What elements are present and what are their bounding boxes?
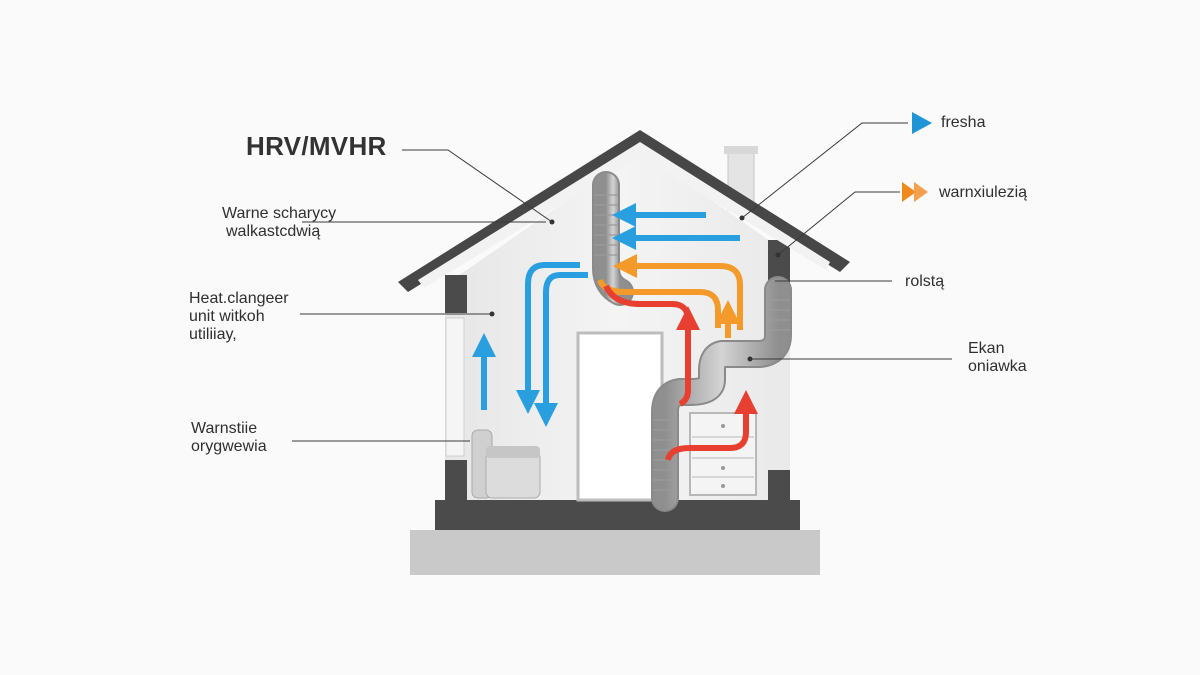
leader-dots [489,215,781,362]
fresh-arrow-down-left [516,262,580,414]
label-heat-exchanger-line3: utiliiay, [189,326,237,343]
doorway [576,331,664,502]
label-exhaust: Ekan oniawka [968,340,1027,376]
diagram-title: HRV/MVHR [246,131,387,161]
roof-fascia [418,142,830,288]
legend-fresh-label: fresha [941,114,986,131]
leader-title [402,149,553,223]
blue-triangle-icon [912,112,932,134]
leader-warm [777,191,900,256]
label-heat-exchanger-line1: Heat.clangeer [189,290,289,307]
roof [398,130,850,292]
label-warm-supply-line1: Warnstiie [191,420,258,437]
label-exhaust-line2: oniawka [968,358,1027,375]
legend-warm-label: warnxiulezią [939,184,1028,201]
label-heat-exchanger-line2: unit witkoh [189,308,265,325]
extract-air-arrows [603,284,758,461]
label-roof-right: rolstą [905,273,945,290]
label-heat-exchanger: Heat.clangeer unit witkoh utiliiay, [189,290,289,344]
left-wall-bottom [445,460,467,500]
extract-arrow-lower [665,390,758,461]
ground-slab [410,530,820,575]
leader-fresh [741,122,908,219]
label-exhaust-line1: Ekan [968,340,1005,357]
foundation [435,500,800,530]
chimney-cap [724,146,758,154]
orange-double-arrow-icon [902,182,928,202]
label-warm-extract-line2: walkastcdwią [226,223,321,240]
right-wall-bottom [768,470,790,500]
label-warm-supply: Warnstiie orygwewia [191,420,267,456]
label-warm-extract-line1: Warne scharycy [222,205,337,222]
armchair [471,429,541,499]
label-warm-supply-line2: orygwewia [191,438,267,455]
fresh-arrow-down-right [534,272,588,427]
fresh-air-arrows [472,203,740,427]
left-wall-top [445,275,467,313]
label-warm-extract: Warne scharycy walkastcdwią [222,205,336,241]
leader-lines [292,122,952,442]
left-window [445,317,465,457]
warm-arrow-outer [613,254,743,330]
